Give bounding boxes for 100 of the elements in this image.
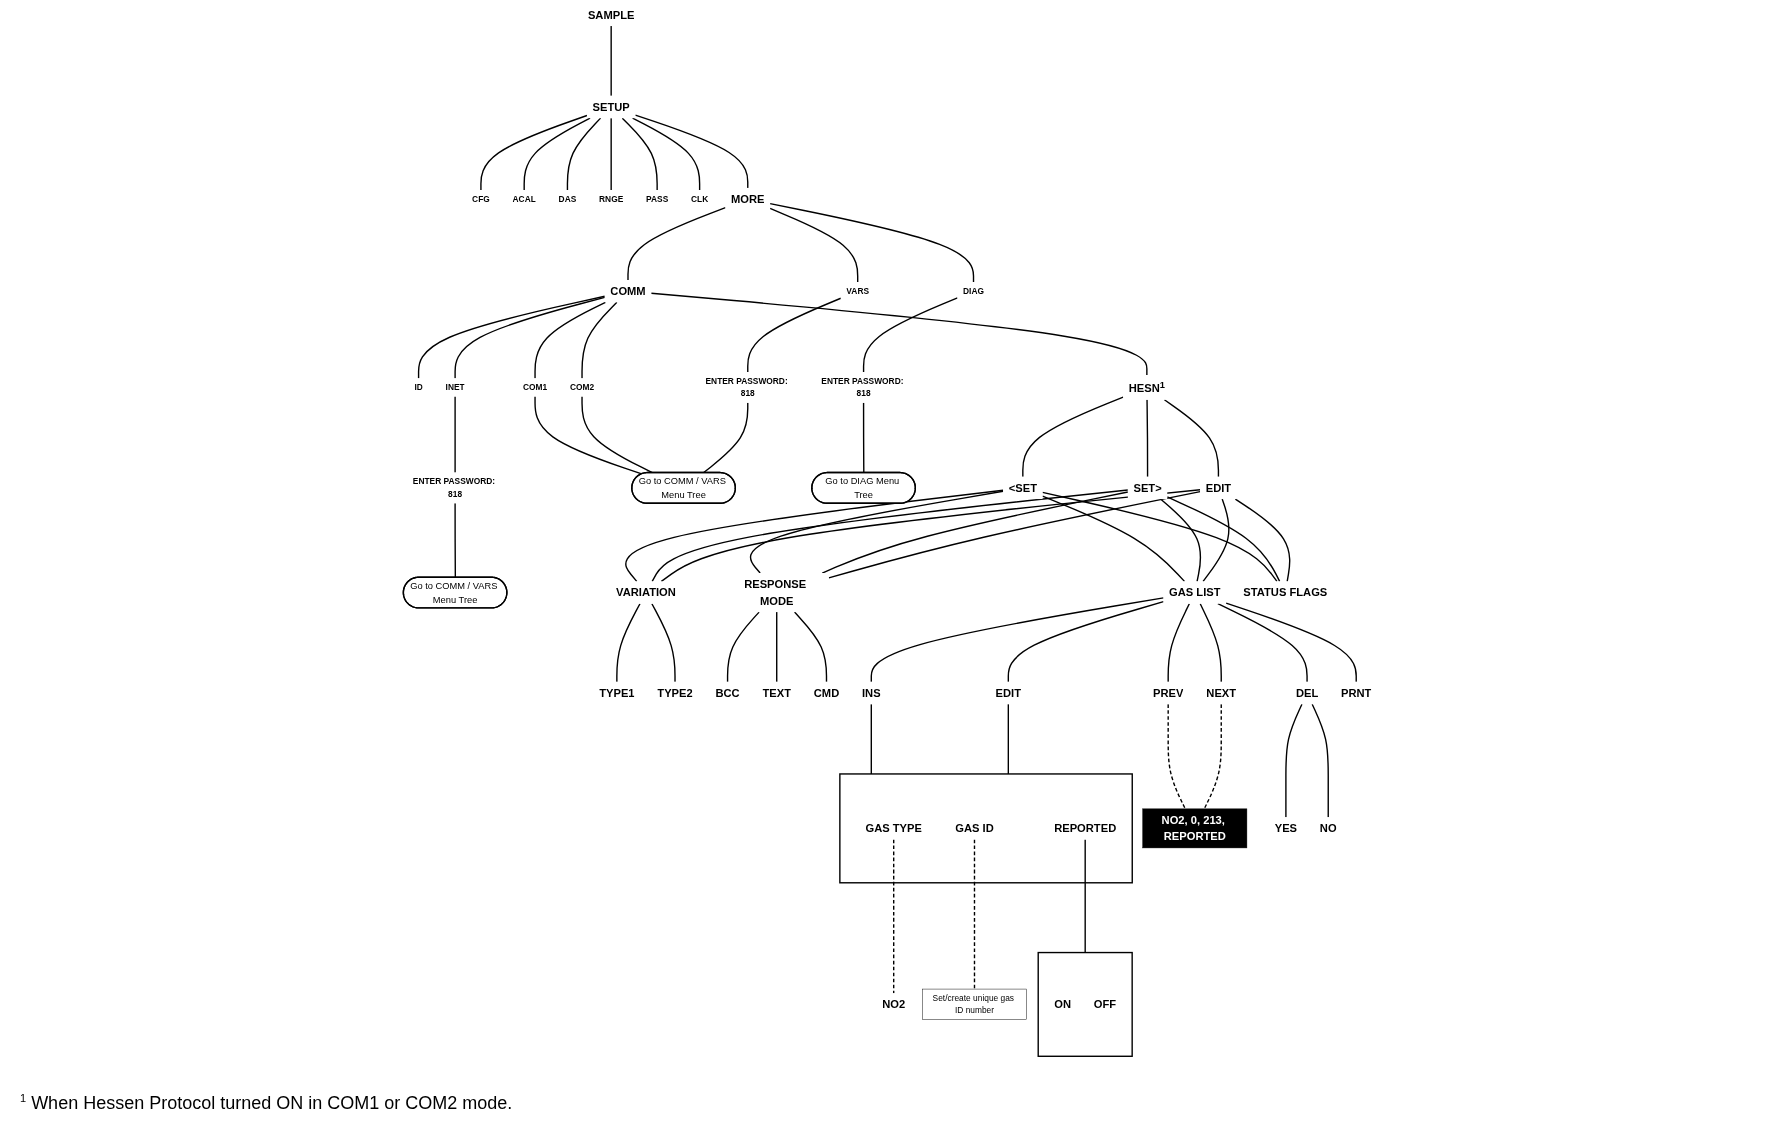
node-text: INET	[445, 382, 465, 392]
node-text: ACAL	[512, 194, 536, 204]
connector	[581, 301, 618, 380]
connector	[480, 114, 588, 191]
node-text: ON	[1054, 997, 1071, 1011]
connector	[610, 117, 612, 191]
connector	[534, 301, 607, 380]
connector	[1163, 399, 1220, 478]
node-text: EDIT	[995, 686, 1022, 700]
connector	[1041, 495, 1186, 583]
connector	[1167, 603, 1191, 683]
node-text: ENTER PASSWORD: 818	[705, 376, 788, 399]
node-text: STATUS FLAGS	[1243, 586, 1328, 599]
connector	[534, 395, 643, 475]
footnote: $^{1}$ When Hessen Protocol turned ON in COM1 or COM2 mode.	[20, 1092, 513, 1114]
connector	[776, 611, 778, 683]
node-text: CFG	[472, 194, 490, 204]
node-text: PRNT	[1341, 686, 1372, 700]
connector	[870, 597, 1165, 683]
connector	[1022, 396, 1124, 478]
node-text: DIAG	[963, 286, 984, 296]
connector	[1202, 498, 1230, 583]
node-text: MORE	[731, 192, 765, 206]
node-text: TEXT	[762, 686, 791, 700]
connector	[631, 117, 701, 191]
connector	[454, 296, 606, 380]
connector	[1167, 703, 1186, 810]
connector	[1203, 703, 1222, 810]
node-text: ID	[414, 382, 423, 392]
connector	[1146, 399, 1149, 478]
node-text: TYPE2	[657, 686, 693, 700]
node-text: GAS LIST	[1169, 586, 1221, 599]
connector	[702, 402, 749, 474]
connector	[581, 395, 654, 474]
connector	[1007, 601, 1165, 683]
connector	[610, 25, 612, 97]
connector	[1166, 496, 1281, 583]
connector	[1007, 703, 1010, 775]
connector	[454, 395, 456, 474]
node-text: NO	[1319, 821, 1337, 835]
connector	[870, 703, 872, 775]
connector	[726, 611, 760, 683]
connector	[627, 206, 727, 281]
connector	[749, 490, 1004, 574]
node-text: REPORTED	[1054, 821, 1117, 835]
connector	[523, 117, 591, 191]
connector	[621, 117, 658, 191]
connector	[1225, 602, 1357, 683]
node-text: VARS	[846, 286, 870, 296]
connector	[769, 207, 859, 283]
connector	[566, 117, 602, 191]
node-text: YES	[1274, 821, 1298, 835]
connector	[821, 491, 1129, 574]
node-text: GAS TYPE	[865, 821, 922, 835]
node-text: NO2	[882, 997, 906, 1011]
connector	[769, 202, 975, 283]
connector	[862, 297, 959, 373]
connector	[625, 489, 1004, 583]
node-text: CLK	[691, 194, 709, 204]
connector	[1199, 603, 1222, 683]
node-text: PASS	[646, 194, 669, 204]
node-text: SAMPLE	[587, 8, 635, 21]
node-text: RESPONSE MODE	[744, 577, 807, 607]
connector	[1285, 703, 1303, 818]
node-text: PREV	[1152, 686, 1184, 700]
connector	[650, 292, 1148, 376]
connector	[1084, 838, 1086, 954]
node-text: CMD	[813, 686, 840, 700]
node-text: COM2	[569, 382, 595, 392]
node-text: DAS	[558, 194, 577, 204]
node-text: ENTER PASSWORD: 818	[821, 376, 904, 399]
node-text: BCC	[715, 686, 740, 700]
connector	[747, 297, 842, 373]
connector	[1159, 498, 1202, 583]
connector	[1234, 498, 1291, 583]
node-text: INS	[861, 686, 881, 700]
node-text: DEL	[1295, 686, 1319, 700]
node-text: COM1	[522, 382, 548, 392]
cluster	[1037, 951, 1133, 1057]
cluster	[839, 773, 1133, 884]
connector	[973, 838, 976, 990]
node-text: EDIT	[1205, 481, 1232, 494]
node-text: RNGE	[599, 194, 624, 204]
node-text: GAS ID	[955, 821, 994, 835]
node-box: Set/create unique gas ID number	[922, 988, 1027, 1020]
connector	[1311, 703, 1329, 818]
connector	[634, 114, 749, 189]
node-text: OFF	[1093, 997, 1117, 1011]
connector	[893, 838, 895, 994]
node-box: NO2, 0, 213, REPORTED	[1142, 808, 1248, 849]
node-text: ENTER PASSWORD: 818	[412, 476, 496, 499]
connector	[862, 402, 865, 474]
node-text: HESN$^{1}$	[1128, 379, 1165, 395]
node-text: NEXT	[1206, 686, 1237, 700]
node-text: TYPE1	[599, 686, 635, 700]
connector	[793, 611, 828, 683]
connector	[1041, 491, 1278, 583]
connector	[1217, 603, 1308, 683]
connector	[417, 295, 606, 380]
connector	[454, 502, 457, 579]
